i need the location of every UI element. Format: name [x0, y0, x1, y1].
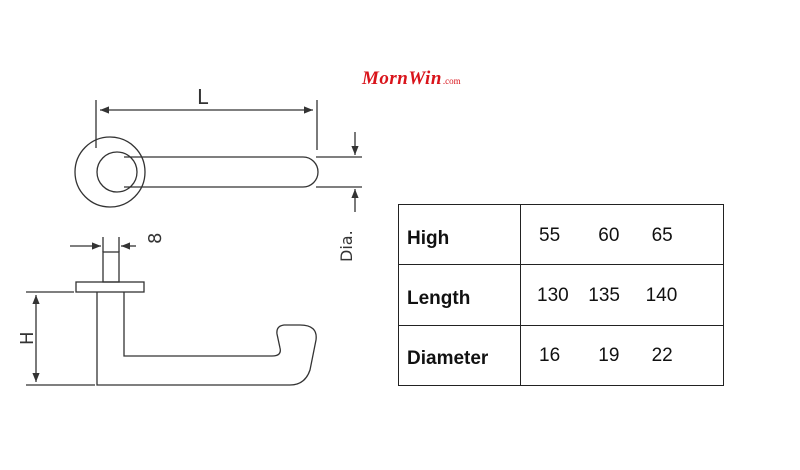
value-cell: 22 — [651, 345, 673, 367]
top-view — [74, 136, 319, 208]
height-label: H — [17, 331, 38, 345]
spindle — [102, 251, 120, 283]
shaft-dimension — [70, 237, 136, 252]
length-label: L — [197, 85, 209, 109]
rose-inner-circle — [96, 151, 138, 193]
value-cell: 16 — [539, 345, 561, 367]
spec-row-diameter: Diameter 16 19 22 — [398, 324, 724, 387]
lever-outline — [124, 156, 319, 188]
row-label: High — [398, 203, 521, 266]
value-cell: 135 — [588, 284, 620, 306]
row-label: Length — [398, 264, 521, 326]
row-values: 16 19 22 — [520, 324, 724, 387]
value-cell: 130 — [537, 284, 569, 306]
spec-table: High 55 60 65 Length 130 135 140 Diamete… — [398, 203, 724, 387]
row-label: Diameter — [398, 324, 521, 387]
diameter-dimension — [316, 132, 362, 212]
value-cell: 19 — [598, 345, 620, 367]
brand-suffix: .com — [442, 76, 461, 86]
side-view — [75, 251, 317, 386]
row-values: 130 135 140 — [520, 264, 724, 326]
value-cell: 55 — [539, 224, 561, 246]
diameter-label: Dia. — [337, 230, 356, 262]
rose-plate — [75, 281, 145, 293]
lever-side-outline — [96, 292, 317, 386]
row-values: 55 60 65 — [520, 203, 724, 266]
brand-logo: MornWin.com — [362, 68, 461, 90]
brand-name: MornWin — [362, 68, 442, 89]
length-dimension — [95, 100, 318, 150]
height-dimension — [26, 291, 95, 386]
spec-row-length: Length 130 135 140 — [398, 264, 724, 326]
spec-row-high: High 55 60 65 — [398, 203, 724, 266]
shaft-label: 8 — [145, 233, 166, 244]
value-cell: 65 — [651, 224, 673, 246]
rose-outer-circle — [74, 136, 146, 208]
value-cell: 140 — [645, 284, 678, 306]
value-cell: 60 — [598, 224, 620, 246]
